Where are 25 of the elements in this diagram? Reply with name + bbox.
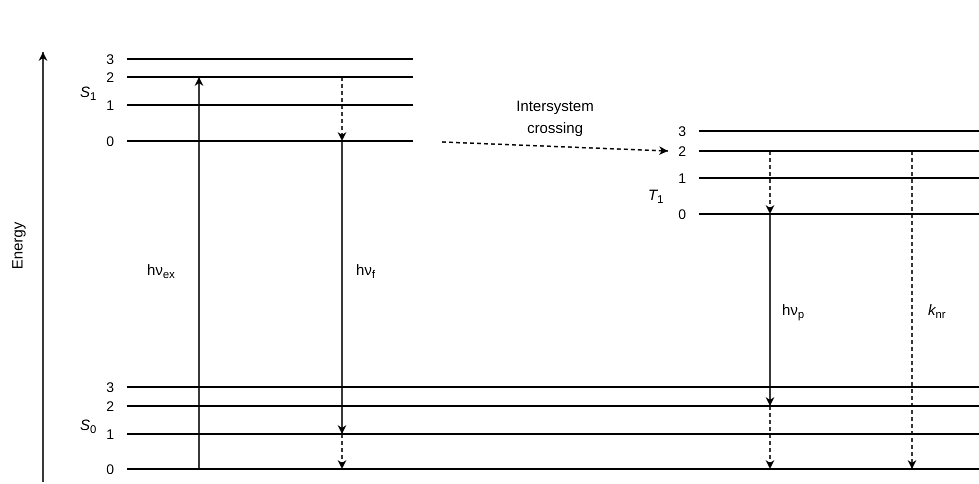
level-number: 2 [105,399,114,413]
level-number: 1 [105,98,114,112]
transition-arrow [766,151,774,214]
transition-arrow [338,434,346,469]
state-label: T$_{1}$ [648,188,664,203]
state-label: S$_{0}$ [80,418,96,433]
transition-arrow [766,406,774,469]
level-number: 3 [677,124,686,138]
transition-arrow [338,141,346,434]
level-number: 3 [105,380,114,394]
transition-arrow [194,77,204,469]
level-number: 0 [105,462,114,476]
transition-arrow [442,141,668,156]
transition-arrow [766,214,774,406]
transition-arrow [908,151,916,469]
level-number: 1 [677,171,686,185]
level-number: 1 [105,427,114,441]
axis-label: Energy [10,220,26,272]
level-number: 2 [105,70,114,84]
state-label: S$_{1}$ [80,85,96,100]
level-number: 3 [105,52,114,66]
level-number: 2 [677,144,686,158]
level-number: 0 [677,207,686,221]
level-number: 0 [105,134,114,148]
transition-arrow [338,77,346,141]
